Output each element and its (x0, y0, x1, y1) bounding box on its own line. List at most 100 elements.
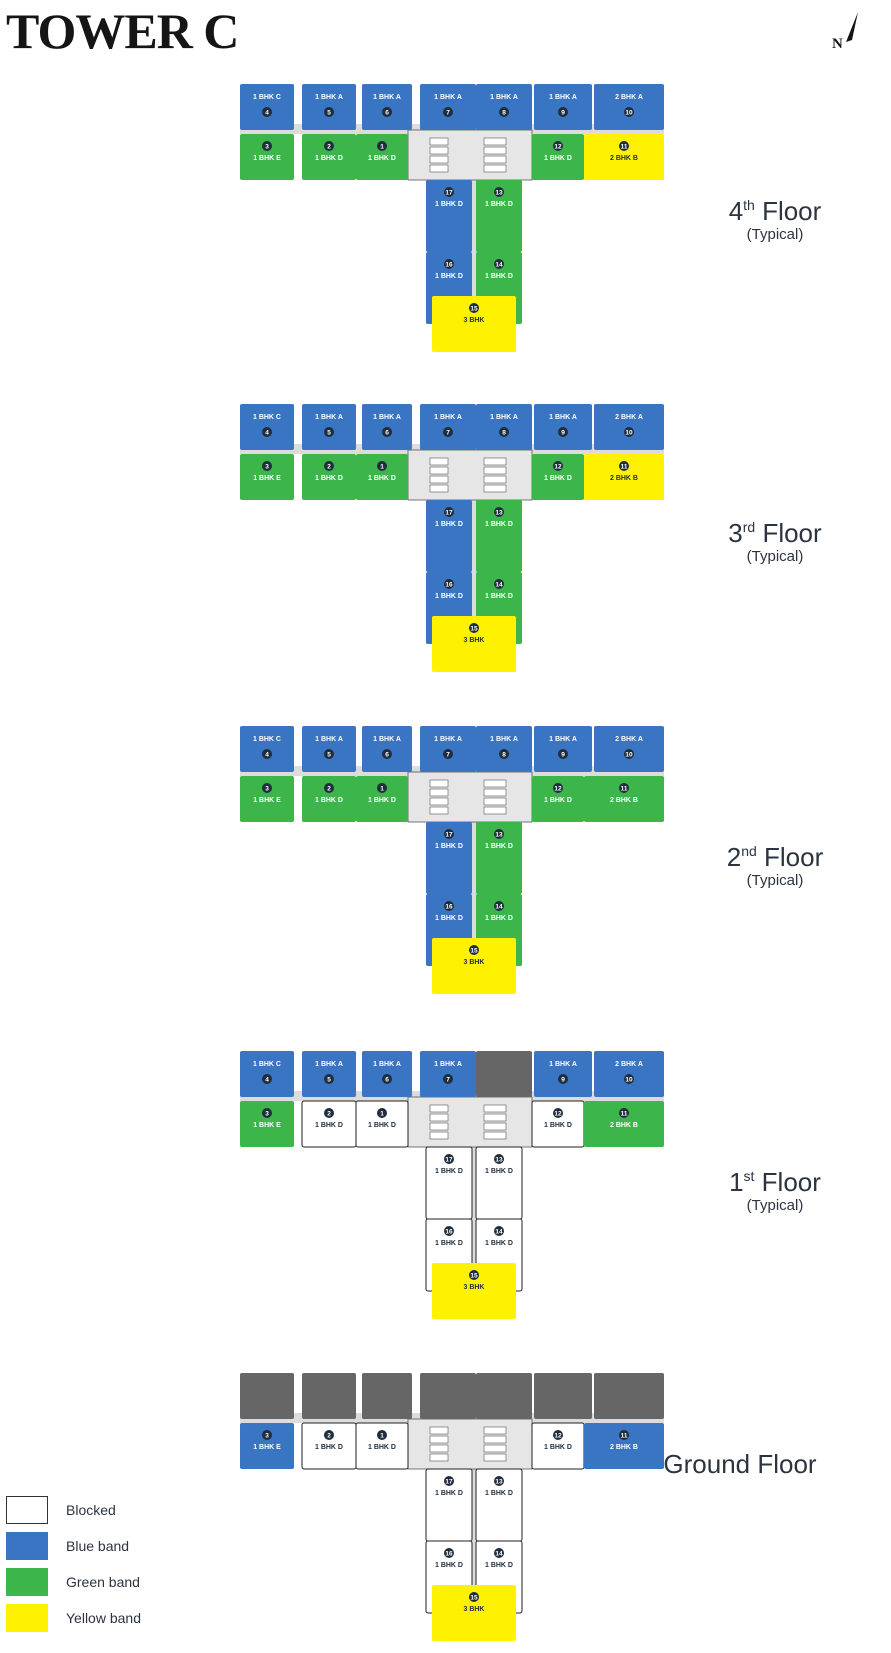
lift-icon (483, 1131, 507, 1140)
unit-7: 71 BHK A (420, 726, 476, 772)
unit-number-badge (494, 1476, 504, 1486)
unit-9: 91 BHK A (534, 1051, 592, 1097)
unit-shape (355, 1422, 409, 1470)
unit-number-badge (444, 1548, 454, 1558)
unit-type: 1 BHK D (485, 593, 513, 600)
stair-icon (429, 164, 449, 173)
unit-number-badge (382, 107, 392, 117)
stair-icon (429, 1104, 449, 1113)
unit-shape (532, 454, 584, 500)
stair-icon (429, 457, 449, 466)
unit-number: 7 (446, 110, 450, 117)
floor-word: Floor (756, 842, 824, 872)
unit-1: 11 BHK D (356, 134, 408, 180)
lift-icon (483, 137, 507, 146)
unit-type: 1 BHK D (368, 1122, 396, 1129)
unit-number-badge (619, 1430, 629, 1440)
unit-shape (240, 1101, 294, 1147)
unit-type: 2 BHK A (615, 94, 643, 101)
unit-number: 11 (621, 786, 628, 793)
unit-type: 1 BHK E (253, 1444, 281, 1451)
unit-type: 1 BHK D (435, 1490, 463, 1497)
unit-number-badge (499, 749, 509, 759)
unit-number-badge (558, 1074, 568, 1084)
unit-number: 11 (621, 144, 628, 151)
unit-number-badge (444, 1476, 454, 1486)
unit-10: 102 BHK A (594, 1051, 664, 1097)
unit-12: 121 BHK D (532, 134, 584, 180)
unit-shape (356, 454, 408, 500)
unit-number-badge (553, 783, 563, 793)
unit-number-badge (262, 1074, 272, 1084)
unit-shape (240, 1373, 294, 1419)
unit-1: 11 BHK D (356, 776, 408, 822)
unit-9: 91 BHK A (534, 84, 592, 130)
unit-number: 9 (561, 752, 565, 759)
unit-shape (240, 1423, 294, 1469)
unit-type: 1 BHK A (373, 94, 401, 101)
unit-shape (426, 822, 472, 894)
unit-shape (476, 1373, 532, 1419)
floor-name: 2nd Floor (685, 836, 865, 872)
unit-type: 1 BHK A (315, 94, 343, 101)
unit-10: 102 BHK A (594, 726, 664, 772)
unit-2: 21 BHK D (301, 1422, 357, 1470)
unit-number: 7 (446, 1077, 450, 1084)
unit-15: 153 BHK (432, 938, 516, 994)
unit-15: 153 BHK (432, 296, 516, 352)
unit-number-badge (324, 141, 334, 151)
unit-number-badge (469, 1592, 479, 1602)
unit-number: 8 (502, 752, 506, 759)
unit-number: 7 (446, 752, 450, 759)
unit-number-badge (499, 427, 509, 437)
unit-type: 1 BHK D (315, 155, 343, 162)
unit-type: 1 BHK A (434, 94, 462, 101)
unit-13: 131 BHK D (476, 822, 522, 894)
unit-number-badge (494, 901, 504, 911)
legend-swatch-yellow (6, 1604, 48, 1632)
unit-shape (302, 454, 356, 500)
unit-number-badge (619, 141, 629, 151)
unit-number: 15 (470, 626, 478, 633)
unit-9: 91 BHK A (534, 404, 592, 450)
unit-number: 6 (385, 1077, 389, 1084)
unit-type: 1 BHK D (485, 1490, 513, 1497)
unit-4: 41 BHK C (240, 1051, 294, 1097)
unit-17: 171 BHK D (426, 180, 472, 252)
unit-type: 1 BHK A (373, 414, 401, 421)
stair-icon (429, 797, 449, 806)
unit-type: 1 BHK D (435, 1562, 463, 1569)
unit-number-badge (558, 107, 568, 117)
unit-7: 7 1 BHK A (420, 84, 476, 130)
unit-number-badge (382, 749, 392, 759)
unit-17: 171 BHK D (425, 1146, 473, 1220)
unit-number: 12 (554, 786, 562, 793)
legend-swatch-green (6, 1568, 48, 1596)
unit-number-badge (377, 1108, 387, 1118)
unit-type: 3 BHK (463, 1284, 484, 1291)
unit-shape (302, 1373, 356, 1419)
unit-number: 1 (380, 1433, 384, 1440)
unit-number-badge (262, 1430, 272, 1440)
stair-icon (429, 1453, 449, 1462)
unit-shape (356, 134, 408, 180)
legend-label: Blocked (66, 1502, 116, 1518)
unit-number: 16 (445, 582, 453, 589)
unit-shape (420, 1373, 476, 1419)
unit-number-badge (382, 427, 392, 437)
unit-shape (240, 776, 294, 822)
unit-shape (476, 500, 522, 572)
unit-type: 2 BHK B (610, 1444, 638, 1451)
unit-6: 61 BHK A (362, 726, 412, 772)
unit-number-badge (443, 427, 453, 437)
unit-type: 3 BHK (463, 959, 484, 966)
unit-3: 31 BHK E (240, 134, 294, 180)
unit-number-badge (262, 783, 272, 793)
core-stairs-lifts (407, 1096, 533, 1148)
unit-number: 14 (495, 582, 503, 589)
unit-type: 1 BHK E (253, 475, 281, 482)
unit-number-badge (619, 461, 629, 471)
unit-13: 131 BHK D (476, 500, 522, 572)
unit-block-3 (420, 1373, 476, 1419)
unit-type: 1 BHK E (253, 1122, 281, 1129)
